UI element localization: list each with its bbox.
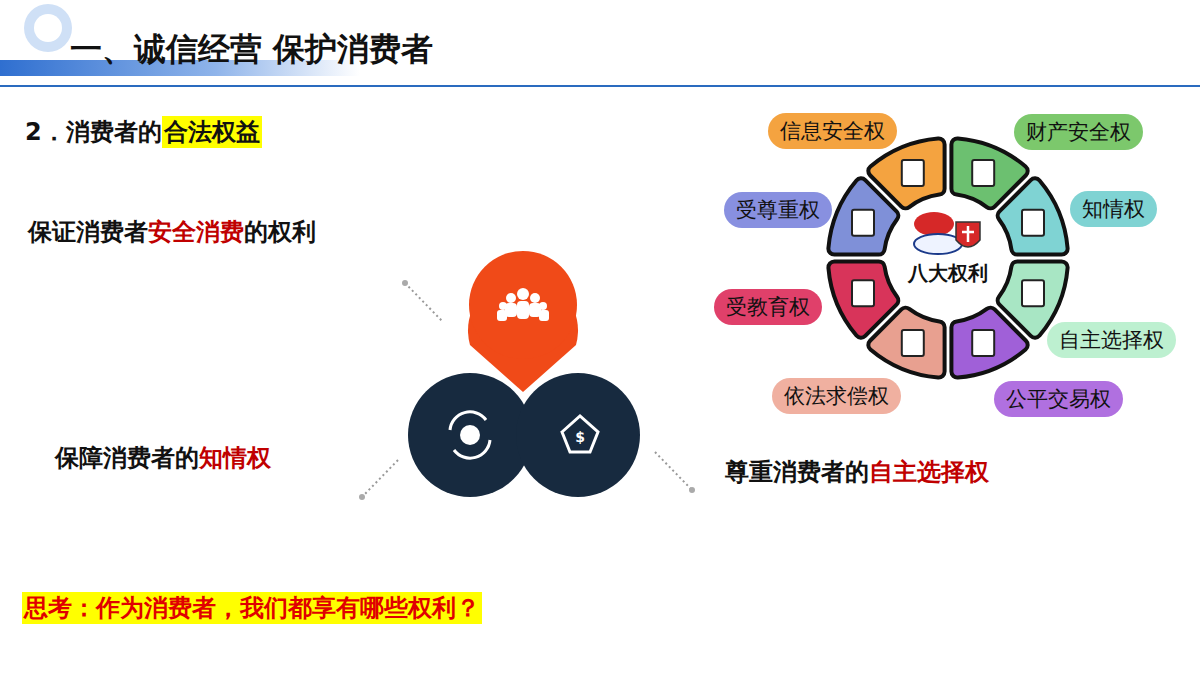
pill-text: 受尊重权 (736, 196, 820, 224)
title-circle (24, 4, 72, 52)
segment-icon (972, 160, 994, 186)
right-pill: 受尊重权 (724, 192, 832, 228)
slide-label: 安全消费 (148, 218, 244, 246)
pill-text: 公平交易权 (1006, 385, 1111, 413)
pill-text: 依法求偿权 (784, 382, 889, 410)
mascot-body (914, 234, 962, 254)
pill-text: 自主选择权 (1059, 326, 1164, 354)
wheel-segment (998, 178, 1068, 254)
slide-label: 知情权 (199, 444, 271, 472)
label-line: 保障消费者的知情权 (55, 442, 271, 474)
segment-icon (972, 330, 994, 356)
right-pill: 依法求偿权 (772, 378, 901, 414)
slide-label: 2．消费者的 (25, 118, 162, 146)
wheel-hub (888, 198, 1008, 318)
right-pill: 公平交易权 (994, 381, 1123, 417)
title-rule (0, 85, 1200, 87)
slide-label: 自主选择权 (869, 458, 989, 486)
slide-title: 一、诚信经营 保护消费者 (70, 28, 433, 72)
mascot-hat (914, 212, 954, 236)
segment-icon (1022, 210, 1044, 236)
segment-icon (902, 330, 924, 356)
pill-text: 受教育权 (726, 293, 810, 321)
segment-icon (852, 280, 874, 306)
slide-label: 尊重消费者的 (725, 458, 869, 486)
slide-label: 保障消费者的 (55, 444, 199, 472)
right-pill: 知情权 (1070, 191, 1157, 227)
title-circle-inner (34, 14, 62, 42)
leader-lines (362, 283, 692, 497)
pill-text: 财产安全权 (1026, 118, 1131, 146)
petal-graphic: $ (408, 251, 640, 497)
slide-label: 的权利 (244, 218, 316, 246)
slide-label: 合法权益 (162, 116, 262, 148)
slide-label: 保证消费者 (28, 218, 148, 246)
wheel-segment (828, 261, 898, 337)
segment-icon (852, 210, 874, 236)
shield-cross (962, 226, 974, 242)
label-line: 思考：作为消费者，我们都享有哪些权利？ (22, 592, 482, 624)
label-line: 保证消费者安全消费的权利 (28, 216, 316, 248)
pill-text: 知情权 (1082, 195, 1145, 223)
segment-icon (902, 160, 924, 186)
rights-wheel: 八大权利 (823, 133, 1073, 383)
pill-text: 信息安全权 (780, 117, 885, 145)
wheel-segment (951, 308, 1027, 378)
right-pill: 受教育权 (714, 289, 822, 325)
leader-dots (359, 280, 695, 500)
wheel-center-text: 八大权利 (823, 260, 1073, 287)
label-line: 2．消费者的合法权益 (25, 116, 262, 148)
wheel-drawing (823, 133, 1073, 383)
slide-label: 思考：作为消费者，我们都享有哪些权利？ (22, 592, 482, 624)
right-pill: 信息安全权 (768, 113, 897, 149)
svg-text:$: $ (575, 429, 585, 445)
segment-icon (1022, 280, 1044, 306)
label-line: 尊重消费者的自主选择权 (725, 456, 989, 488)
right-pill: 自主选择权 (1047, 322, 1176, 358)
right-pill: 财产安全权 (1014, 114, 1143, 150)
mascot-shield (956, 222, 980, 247)
wheel-segment (828, 178, 898, 254)
